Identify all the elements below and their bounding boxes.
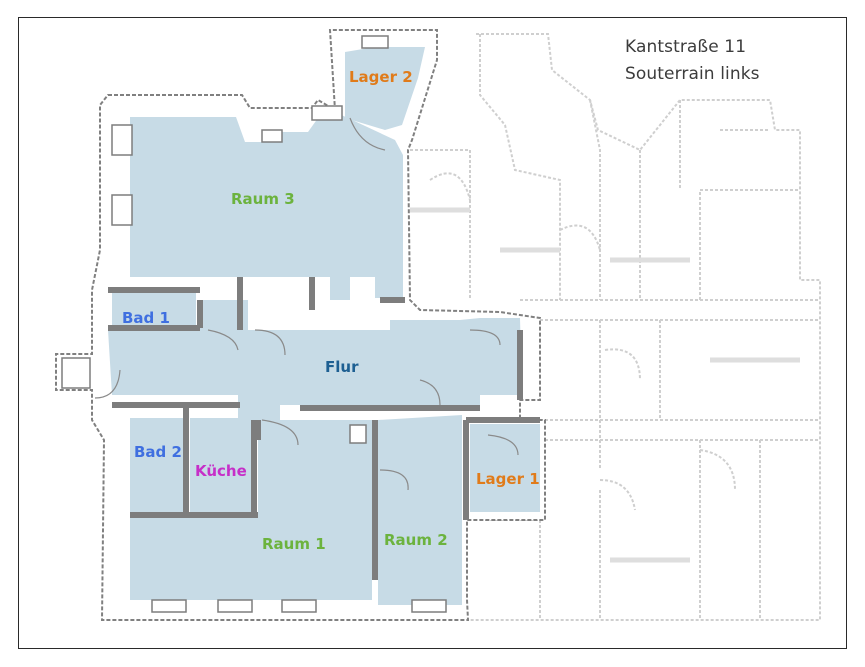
room-label-raum3: Raum 3 <box>231 190 295 208</box>
neighbor-plan-faded <box>410 33 821 621</box>
room-label-raum2: Raum 2 <box>384 531 448 549</box>
room-label-flur: Flur <box>325 358 359 376</box>
room-raum1-area <box>130 420 372 600</box>
room-label-kueche: Küche <box>195 462 247 480</box>
internal-walls <box>108 277 540 580</box>
room-label-bad2: Bad 2 <box>134 443 182 461</box>
room-flur-area <box>108 300 522 420</box>
room-label-lager2: Lager 2 <box>349 68 413 86</box>
room-bad2-area <box>130 418 185 512</box>
room-bad1-area <box>112 290 196 326</box>
room-label-bad1: Bad 1 <box>122 309 170 327</box>
room-raum3-area <box>130 110 403 300</box>
floor-subtitle: Souterrain links <box>625 64 760 84</box>
room-lager1-area <box>470 424 540 512</box>
room-label-lager1: Lager 1 <box>476 470 540 488</box>
room-label-raum1: Raum 1 <box>262 535 326 553</box>
address-title: Kantstraße 11 <box>625 37 747 57</box>
room-fills <box>108 47 540 605</box>
room-raum2-area <box>378 415 462 605</box>
windows <box>61 35 447 613</box>
room-lager2-area <box>345 47 425 130</box>
neighbor-plan-faded-solid <box>410 207 800 563</box>
door-arcs <box>94 117 519 491</box>
room-kueche-area <box>190 418 252 512</box>
